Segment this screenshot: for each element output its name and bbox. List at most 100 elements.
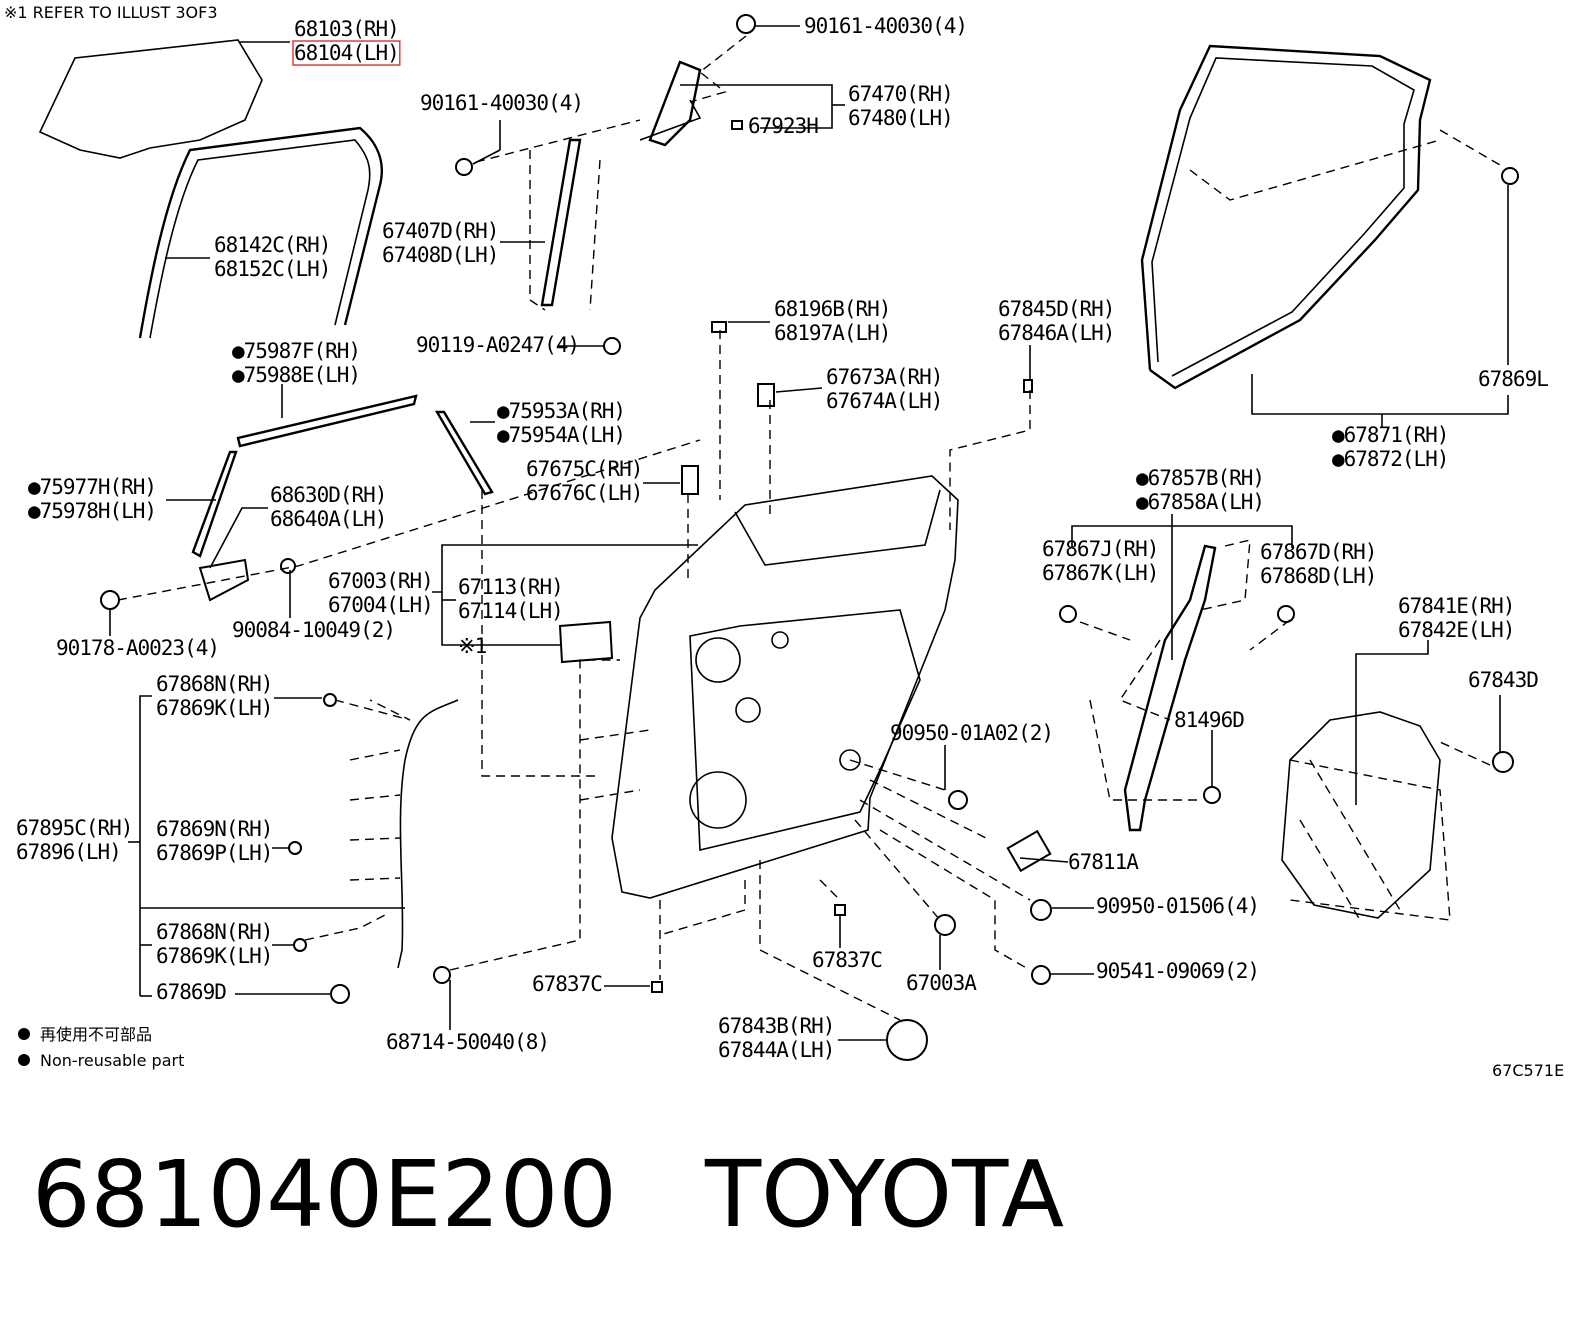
part-number-label: 67896(LH) [16,840,121,864]
callout-c6: 67923H [748,114,819,138]
drawing-code: 67C571E [1492,1061,1564,1080]
callout-c31: 67811A [1068,850,1140,874]
caption-part-number: 681040E200 [32,1141,617,1248]
part-number-label: 68196B(RH) [774,297,890,321]
callout-c41: 67869N(RH)67869P(LH) [156,817,273,865]
part-number-label: 67003A [906,971,977,995]
quarter-frame-drawing [648,60,702,147]
callout-c42: 67868N(RH)67869K(LH) [156,920,273,968]
part-number-label: 67003(RH) [328,569,433,593]
callout-c19: 68196B(RH)68197A(LH) [774,297,891,345]
callout-c10: ●75953A(RH)●75954A(LH) [497,399,626,447]
part-number-label: 68630D(RH) [270,483,386,507]
part-number-label: 67869L [1478,367,1548,391]
callout-c3: 90161-40030(4) [804,14,968,38]
part-number-label: 67114(LH) [458,599,563,623]
part-number-label: 90161-40030(4) [804,14,967,38]
callout-c22: 67869L [1478,367,1549,391]
callout-c43: 67869D [156,980,227,1004]
callout-c4: 90161-40030(4) [420,91,584,115]
callout-c12: 68630D(RH)68640A(LH) [270,483,387,531]
part-number-label: 67869D [156,980,226,1004]
part-number-label: 67841E(RH) [1398,594,1514,618]
parts-diagram: 68103(RH)68104(LH)68142C(RH)68152C(LH)90… [4,3,1564,1080]
legend: 再使用不可部品 Non-reusable part [18,1025,184,1070]
part-number-label: 90950-01A02(2) [890,721,1053,745]
callout-c40: 67895C(RH)67896(LH) [16,816,133,864]
legend-text-en: Non-reusable part [40,1051,184,1070]
part-number-label: 67407D(RH) [382,219,498,243]
callout-c38: 68714-50040(8) [386,1030,550,1054]
part-number-label: ●67871(RH) [1332,423,1448,447]
callout-c25: 67867J(RH)67867K(LH) [1042,537,1159,585]
part-number-label: 90178-A0023(4) [56,636,219,660]
callout-c34: 67837C [532,972,603,996]
fastener-drawings [100,14,1519,1061]
part-number-label: 67867D(RH) [1260,540,1376,564]
part-number-label: 67113(RH) [458,575,563,599]
part-number-label: 67480(LH) [848,106,953,130]
legend-bullet-ja [18,1028,30,1040]
part-number-label: 67674A(LH) [826,389,942,413]
hole-cover-drawing [1281,711,1441,919]
part-number-label: 68197A(LH) [774,321,890,345]
belt-weatherstrip-drawing [1123,544,1217,832]
part-number-label: 67869K(LH) [156,944,272,968]
part-number-label: 67470(RH) [848,82,953,106]
legend-bullet-en [18,1054,30,1066]
part-number-label: 68142C(RH) [214,233,330,257]
part-number-label: 90541-09069(2) [1096,959,1259,983]
part-number-label: 90084-10049(2) [232,618,395,642]
part-number-label: 67869K(LH) [156,696,272,720]
callout-c26: 67867D(RH)67868D(LH) [1260,540,1377,588]
callout-c21: 67845D(RH)67846A(LH) [998,297,1115,345]
door-glass-drawing [38,39,263,159]
caption-brand: TOYOTA [704,1141,1065,1248]
part-number-label: 67846A(LH) [998,321,1114,345]
harness-drawing [397,699,459,969]
callout-c28: 67843D [1468,668,1539,692]
part-number-label: ●75977H(RH) [28,475,156,499]
callout-c9: ●75987F(RH)●75988E(LH) [232,339,361,387]
part-number-label: 67869P(LH) [156,841,272,865]
callout-c18: 67675C(RH)67676C(LH) [526,457,643,505]
legend-text-ja: 再使用不可部品 [40,1025,152,1044]
part-number-label: 67408D(LH) [382,243,498,267]
part-number-label: 68714-50040(8) [386,1030,549,1054]
reference-note: ※1 REFER TO ILLUST 3OF3 [4,3,218,22]
callout-c37: 67843B(RH)67844A(LH) [718,1014,835,1062]
part-callouts: 68103(RH)68104(LH)68142C(RH)68152C(LH)90… [16,14,1549,1062]
part-number-label: 68104(LH) [294,41,399,65]
part-number-label: 67004(LH) [328,593,433,617]
callout-c20: 67673A(RH)67674A(LH) [826,365,943,413]
part-number-label: 67673A(RH) [826,365,942,389]
assembly-lines [117,35,1501,1021]
part-number-label: 67868D(LH) [1260,564,1376,588]
part-number-label: ●75953A(RH) [497,399,625,423]
part-number-label: 67867J(RH) [1042,537,1158,561]
callout-c16: 67113(RH)67114(LH) [458,575,564,623]
door-panel-drawing [611,475,959,899]
callout-c29: 81496D [1174,708,1245,732]
callout-c14: 90084-10049(2) [232,618,396,642]
part-number-label: 67923H [748,114,818,138]
division-bar-drawing [540,138,582,307]
callout-c15: 67003(RH)67004(LH) [328,569,434,617]
callout-c5: 67470(RH)67480(LH) [848,82,954,130]
pad-drawing [558,620,614,664]
callout-c33: 90541-09069(2) [1096,959,1260,983]
part-number-label: 68152C(LH) [214,257,330,281]
callout-c32: 90950-01506(4) [1096,894,1260,918]
part-number-label: 90950-01506(4) [1096,894,1259,918]
callout-c36: 67837C [812,948,883,972]
belt-moulding-drawing [236,394,418,448]
glass-run-drawing [138,126,383,339]
part-number-label: 67842E(LH) [1398,618,1514,642]
leader-lines [109,25,1509,1041]
part-number-label: 67843B(RH) [718,1014,834,1038]
part-number-label: 67868N(RH) [156,672,272,696]
callout-c30: 90950-01A02(2) [890,721,1054,745]
callout-c23: ●67871(RH)●67872(LH) [1332,423,1449,471]
part-number-label: 67676C(LH) [526,481,642,505]
part-number-label: 68640A(LH) [270,507,386,531]
